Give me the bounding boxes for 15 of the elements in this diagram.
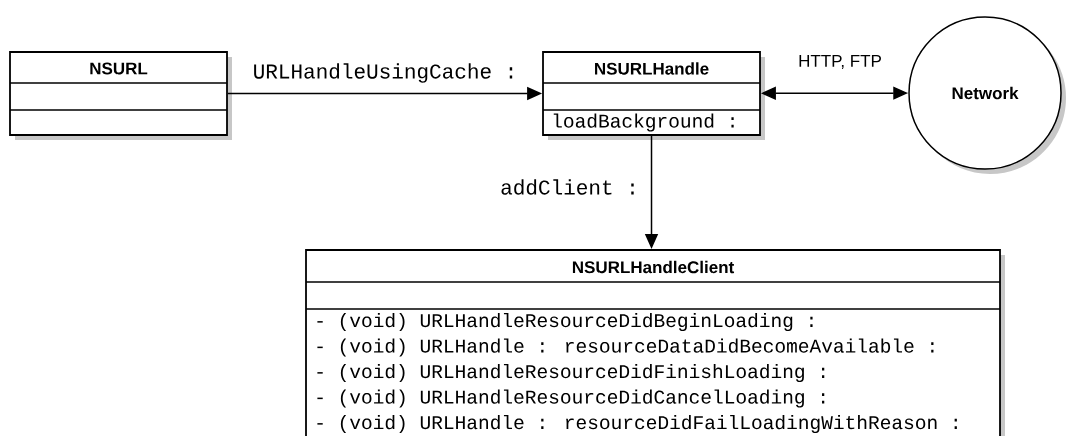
- method-text: - (void) URLHandle : resourceDataDidBecomeAvailable :: [317, 338, 934, 357]
- edge-label: URLHandleUsingCache :: [251, 62, 519, 84]
- method-text: - (void) URLHandleResourceDidBeginLoading :: [317, 312, 813, 332]
- class-box: [542, 51, 765, 140]
- class-name: NSURLHandleClient: [572, 260, 735, 274]
- class-name: NSURL: [90, 62, 148, 75]
- class-box: [305, 249, 1005, 436]
- method-text: - (void) URLHandle : resourceDidFailLoadingWithReason :: [317, 414, 957, 434]
- class-box: [9, 51, 232, 140]
- method-text: loadBackground :: [553, 113, 734, 132]
- method-text: - (void) URLHandleResourceDidFinishLoading :: [317, 363, 825, 383]
- edge-label: addClient :: [499, 178, 640, 196]
- method-text: - (void) URLHandleResourceDidCancelLoading :: [317, 389, 825, 408]
- edge-label: HTTP, FTP: [797, 54, 883, 70]
- class-name: NSURLHandle: [595, 62, 709, 75]
